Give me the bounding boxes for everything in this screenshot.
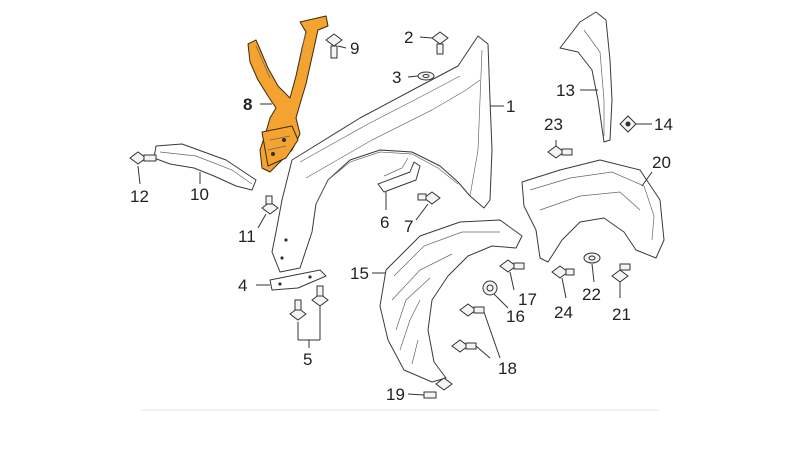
part-10-rail[interactable]: [153, 143, 257, 191]
callout-4[interactable]: 4: [238, 276, 247, 295]
fastener-24[interactable]: [551, 265, 575, 279]
fastener-12[interactable]: [129, 151, 157, 165]
callout-16[interactable]: 16: [506, 307, 525, 326]
callout-20[interactable]: 20: [652, 153, 671, 172]
callout-17[interactable]: 17: [518, 290, 537, 309]
callout-8[interactable]: 8: [243, 95, 252, 114]
fastener-7[interactable]: [417, 191, 441, 205]
callout-3[interactable]: 3: [392, 68, 401, 87]
fastener-14[interactable]: [619, 115, 637, 133]
fastener-18a[interactable]: [459, 303, 485, 317]
fastener-11[interactable]: [261, 195, 279, 215]
callout-14[interactable]: 14: [654, 115, 673, 134]
fastener-18b[interactable]: [451, 339, 477, 353]
part-8-bracket[interactable]: [247, 15, 329, 173]
callout-labels: 1 2 3 4 5 6 7 8 9 10 11 12 13 14 15 16 1…: [130, 28, 673, 404]
fastener-9[interactable]: [325, 33, 343, 59]
callout-11[interactable]: 11: [238, 227, 256, 246]
part-13-trim[interactable]: [559, 11, 613, 143]
callout-7[interactable]: 7: [404, 217, 413, 236]
fastener-2[interactable]: [431, 31, 449, 55]
fastener-23[interactable]: [547, 145, 573, 159]
part-4-bracket[interactable]: [269, 269, 327, 291]
part-1-fender[interactable]: [271, 35, 493, 273]
fastener-16[interactable]: [482, 280, 498, 296]
callout-12[interactable]: 12: [130, 187, 149, 206]
callout-6[interactable]: 6: [380, 213, 389, 232]
part-6-bracket[interactable]: [377, 157, 421, 193]
callout-22[interactable]: 22: [582, 285, 601, 304]
fastener-19[interactable]: [423, 377, 453, 399]
callout-9[interactable]: 9: [350, 39, 359, 58]
callout-18[interactable]: 18: [498, 359, 517, 378]
fastener-22[interactable]: [583, 252, 601, 264]
part-20-liner[interactable]: [521, 159, 665, 263]
fastener-5a[interactable]: [289, 299, 307, 321]
callout-19[interactable]: 19: [386, 385, 405, 404]
leader-lines: [137, 36, 653, 396]
callout-10[interactable]: 10: [190, 185, 209, 204]
callout-1[interactable]: 1: [506, 97, 515, 116]
callout-23[interactable]: 23: [544, 115, 563, 134]
part-15-liner[interactable]: [379, 219, 523, 383]
callout-15[interactable]: 15: [350, 264, 369, 283]
callout-5[interactable]: 5: [303, 350, 312, 369]
fastener-17[interactable]: [499, 259, 525, 273]
callout-21[interactable]: 21: [612, 305, 631, 324]
callout-13[interactable]: 13: [556, 81, 575, 100]
fastener-5b[interactable]: [311, 285, 329, 307]
fastener-21[interactable]: [611, 263, 631, 283]
callout-24[interactable]: 24: [554, 303, 573, 322]
callout-2[interactable]: 2: [404, 28, 413, 47]
fastener-3[interactable]: [417, 71, 435, 81]
